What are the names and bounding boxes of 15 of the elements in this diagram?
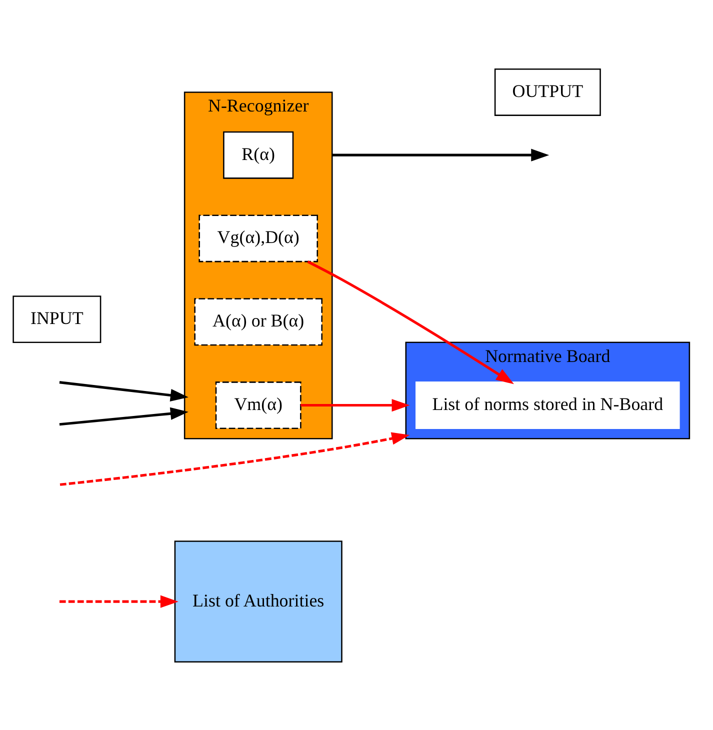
arrow <box>332 148 550 161</box>
arrow <box>59 594 178 608</box>
node-box: Vg(α),D(α) <box>198 214 318 262</box>
node-box: A(α) or B(α) <box>194 298 322 346</box>
arrow <box>59 380 188 401</box>
node-box: R(α) <box>223 130 294 178</box>
node-box: OUTPUT <box>494 68 601 116</box>
arrow <box>59 406 188 426</box>
arrow <box>307 260 514 384</box>
node-box: INPUT <box>12 295 102 343</box>
node-box: Vm(α) <box>215 381 302 428</box>
node-box: List of norms stored in N-Board <box>416 381 680 428</box>
arrow <box>300 398 410 412</box>
arrow <box>60 432 410 486</box>
node-box: List of Authorities <box>174 540 342 662</box>
